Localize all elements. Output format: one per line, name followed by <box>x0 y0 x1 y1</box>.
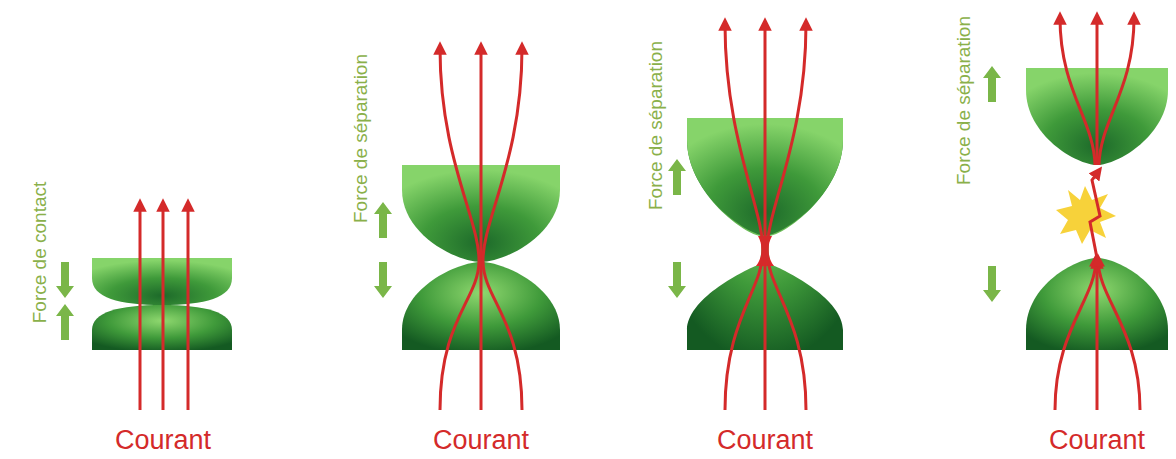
force-label: Force de séparation <box>646 41 665 210</box>
force-label: Force de contact <box>31 181 50 323</box>
current-label: Courant <box>1049 427 1145 454</box>
current-label: Courant <box>115 427 211 454</box>
spark <box>1056 186 1116 244</box>
current-label: Courant <box>717 427 813 454</box>
force-label: Force de séparation <box>954 16 973 185</box>
force-label: Force de séparation <box>351 54 370 223</box>
current-label: Courant <box>433 427 529 454</box>
arc-gap <box>983 18 1168 410</box>
contact-separating <box>374 48 560 410</box>
molten-bridge <box>668 24 843 410</box>
contact-closed <box>56 205 232 410</box>
